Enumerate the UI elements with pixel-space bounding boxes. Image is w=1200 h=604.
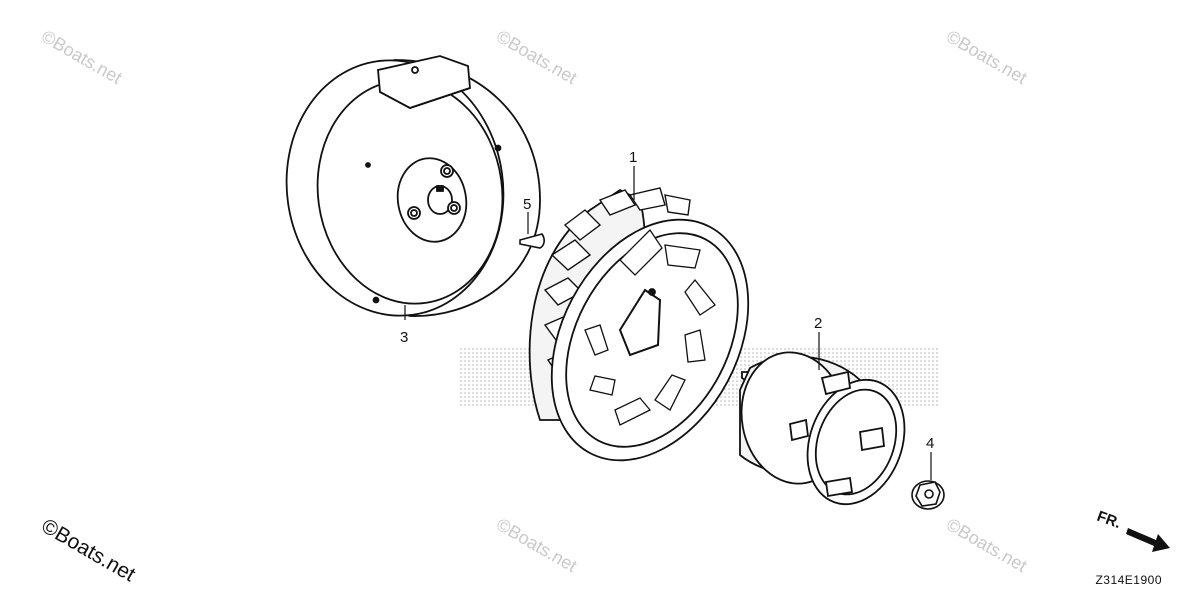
cooling-fan-part bbox=[528, 187, 750, 462]
diagram-code: Z314E1900 bbox=[1095, 573, 1162, 587]
flywheel-part bbox=[285, 55, 541, 317]
callout-3: 3 bbox=[400, 329, 408, 346]
watermark-top-right: ©Boats.net bbox=[943, 26, 1030, 88]
woodruff-key-part bbox=[519, 233, 545, 249]
callout-1: 1 bbox=[629, 149, 637, 166]
callout-4: 4 bbox=[926, 435, 934, 452]
starter-pulley-part bbox=[739, 351, 906, 506]
front-direction-indicator: FR. bbox=[1095, 508, 1170, 552]
watermark-top-center: ©Boats.net bbox=[493, 26, 580, 88]
watermark-top-left: ©Boats.net bbox=[38, 26, 125, 88]
callout-5: 5 bbox=[523, 196, 531, 213]
flange-nut-part bbox=[911, 480, 945, 510]
front-direction-label: FR. bbox=[1095, 508, 1124, 532]
watermark-bottom-left: ©Boats.net bbox=[38, 514, 140, 586]
leader-lines bbox=[404, 166, 932, 480]
watermark-bottom-center: ©Boats.net bbox=[493, 514, 580, 576]
arrow-right-icon bbox=[1126, 528, 1170, 552]
callout-2: 2 bbox=[814, 315, 822, 332]
watermark-bottom-right: ©Boats.net bbox=[943, 514, 1030, 576]
